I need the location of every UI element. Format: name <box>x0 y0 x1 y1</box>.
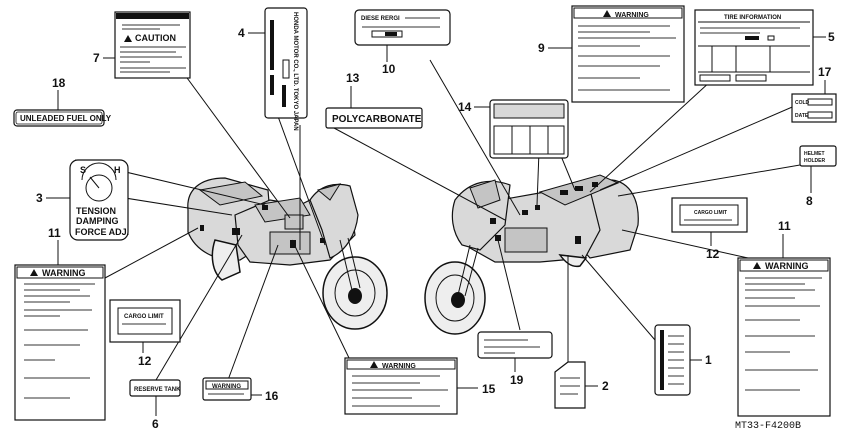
label-12-cargo-left: CARGO LIMIT 12 <box>109 299 181 368</box>
callout-5: 5 <box>828 30 835 44</box>
dial-h: H <box>114 165 121 175</box>
force-adj-text: FORCE ADJ. <box>75 227 129 237</box>
label-14-warning: WARNING 15 <box>344 357 496 415</box>
unleaded-text: UNLEADED FUEL ONLY <box>20 114 112 123</box>
label-17-cold-date: 17 COLD DATE <box>791 65 837 123</box>
label-3-damping: S H TENSION DAMPING FORCE ADJ. 3 <box>36 159 129 241</box>
callout-7: 7 <box>93 51 100 65</box>
warning-triangle-icon <box>30 269 38 276</box>
warning-text-right: WARNING <box>765 261 809 271</box>
holder-text: HOLDER <box>804 158 826 164</box>
dial-s: S <box>80 165 86 175</box>
label-9-warning: WARNING 9 <box>538 5 685 103</box>
callout-11-left: 11 <box>48 226 61 240</box>
motorcycle-left <box>187 177 388 330</box>
warning-text-15: WARNING <box>212 384 241 390</box>
damping-text: DAMPING <box>76 216 119 226</box>
cargo-limit-left: CARGO LIMIT <box>124 314 164 320</box>
callout-12-right: 12 <box>706 247 720 261</box>
cargo-limit-right: CARGO LIMIT <box>694 210 727 216</box>
callout-1: 1 <box>705 353 712 367</box>
tire-info-text: TIRE INFORMATION <box>724 15 781 21</box>
callout-4: 4 <box>238 26 245 40</box>
caution-text: CAUTION <box>135 33 176 43</box>
helmet-text: HELMET <box>804 151 825 157</box>
callout-8: 8 <box>806 194 813 208</box>
label-13-polycarbonate: 13 POLYCARBONATE <box>325 71 423 129</box>
callout-12-left: 12 <box>138 354 152 368</box>
callout-18: 18 <box>52 76 66 90</box>
dial-pointer-icon <box>89 176 100 189</box>
callout-2: 2 <box>602 379 609 393</box>
callout-11-right: 11 <box>778 219 791 233</box>
part-code: MT33-F4200B <box>735 421 801 432</box>
date-text: DATE <box>795 113 809 119</box>
callout-17: 17 <box>818 65 832 79</box>
label-2: 2 <box>554 361 609 409</box>
label-10-top: DIESE RERGI 10 <box>354 9 451 76</box>
warning-triangle-icon <box>753 262 761 269</box>
warning-triangle-icon <box>603 10 611 17</box>
callout-19: 19 <box>510 373 524 387</box>
warning-text-left: WARNING <box>42 268 86 278</box>
label-4-maker: 4 HONDA MOTOR CO., LTD. TOKYO JAPAN <box>238 7 308 131</box>
motorcycle-right <box>424 174 639 335</box>
label-18-unleaded: 18 UNLEADED FUEL ONLY <box>13 76 112 127</box>
label-11-warning-left: 11 WARNING <box>14 226 106 421</box>
label-11-warning-right: 11 WARNING <box>737 219 831 417</box>
callout-15: 16 <box>265 389 279 403</box>
callout-10: 10 <box>382 62 396 76</box>
callout-16: 14 <box>458 100 472 114</box>
label-16: 14 <box>458 99 569 159</box>
callout-3: 3 <box>36 191 43 205</box>
label-19: 19 <box>477 331 553 387</box>
callout-14: 15 <box>482 382 496 396</box>
label-15-warning-small: WARNING 16 <box>202 377 279 403</box>
dial-arc <box>81 162 117 181</box>
label-5-tire-info: TIRE INFORMATION 5 <box>694 9 835 86</box>
label-1: 1 <box>654 324 712 396</box>
tension-text: TENSION <box>76 206 116 216</box>
reserve-tank-text: RESERVE TANK <box>134 387 181 393</box>
warning-triangle-icon <box>370 361 378 368</box>
warning-triangle-icon <box>124 35 132 42</box>
label-8-helmet: HELMET HOLDER 8 <box>799 145 837 208</box>
callout-9: 9 <box>538 41 545 55</box>
diesel-text: DIESE RERGI <box>361 16 400 22</box>
warning-text-14: WARNING <box>382 363 416 370</box>
cold-text: COLD <box>795 100 810 106</box>
honda-maker-text: HONDA MOTOR CO., LTD. TOKYO JAPAN <box>292 12 298 131</box>
polycarbonate-text: POLYCARBONATE <box>332 114 422 125</box>
callout-6: 6 <box>152 417 159 431</box>
label-6-reserve: RESERVE TANK 6 <box>129 379 181 431</box>
warning-text-9: WARNING <box>615 12 649 19</box>
callout-13: 13 <box>346 71 360 85</box>
label-7-caution: CAUTION 7 <box>93 11 191 79</box>
label-12-cargo-right: CARGO LIMIT 12 <box>671 197 748 261</box>
